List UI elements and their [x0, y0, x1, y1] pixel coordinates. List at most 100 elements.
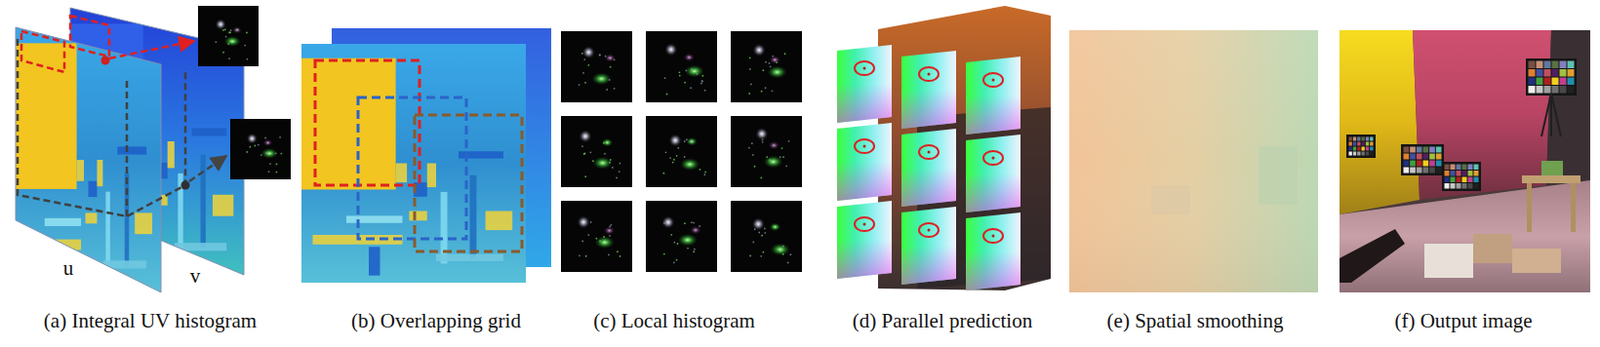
art-circle	[677, 147, 680, 150]
art-circle	[245, 32, 248, 35]
art-rect	[1536, 69, 1544, 78]
art-rect	[1365, 147, 1369, 152]
art-rect	[1357, 142, 1360, 147]
art-ellipse	[689, 226, 702, 236]
art-circle	[613, 87, 616, 90]
art-rect	[1560, 85, 1567, 94]
art-polygon	[878, 5, 1051, 291]
art-circle	[227, 42, 230, 45]
art-circle	[760, 255, 762, 258]
art-rect	[560, 200, 633, 273]
art-circle	[599, 54, 601, 57]
art-rect	[315, 60, 420, 186]
art-circle	[672, 161, 675, 164]
art-circle	[669, 133, 682, 147]
art-circle	[700, 82, 703, 85]
art-ellipse	[983, 73, 1003, 87]
art-rect	[1468, 177, 1474, 184]
art-circle	[578, 83, 581, 86]
art-rect	[134, 212, 153, 235]
panel-caption: (a) Integral UV histogram	[43, 310, 257, 333]
art-path	[1541, 93, 1561, 137]
art-rect	[1450, 177, 1456, 184]
art-ellipse	[983, 151, 1003, 165]
art-circle	[615, 177, 618, 180]
art-rect	[124, 173, 129, 267]
art-circle	[228, 57, 231, 60]
art-circle	[608, 79, 611, 81]
art-rect	[436, 254, 504, 262]
art-circle	[602, 142, 605, 145]
art-circle	[760, 177, 762, 180]
art-polygon	[901, 206, 957, 285]
art-rect	[15, 42, 78, 190]
art-polygon	[901, 128, 957, 207]
axis-label: u	[63, 257, 75, 280]
art-rect	[96, 160, 103, 187]
art-circle	[787, 262, 790, 265]
art-circle	[761, 141, 764, 144]
art-circle	[229, 31, 232, 34]
art-rect	[1369, 152, 1373, 157]
art-circle	[752, 217, 765, 231]
art-rect	[1444, 170, 1450, 177]
art-circle	[779, 250, 782, 253]
art-rect	[1353, 152, 1357, 157]
art-circle	[609, 159, 612, 161]
art-rect	[1361, 152, 1365, 157]
art-ellipse	[770, 242, 791, 256]
art-ellipse	[260, 148, 278, 160]
art-rect	[1526, 183, 1532, 233]
art-circle	[669, 157, 672, 160]
art-rect	[1409, 154, 1416, 160]
art-circle	[768, 62, 771, 65]
art-ellipse	[604, 53, 617, 63]
art-circle	[749, 68, 752, 71]
art-rect	[85, 212, 98, 224]
art-rect	[1444, 177, 1450, 184]
art-circle	[253, 145, 256, 148]
art-circle	[587, 234, 590, 237]
art-circle	[276, 163, 279, 166]
art-rect	[1567, 61, 1575, 70]
art-circle	[581, 240, 584, 243]
art-circle	[592, 160, 595, 162]
art-rect	[1369, 137, 1373, 142]
art-rect	[1473, 234, 1513, 264]
art-rect	[88, 181, 98, 198]
art-circle	[748, 147, 751, 150]
art-polygon	[1339, 229, 1405, 283]
art-rect	[1423, 147, 1430, 154]
art-ellipse	[854, 139, 875, 154]
art-rect	[1462, 170, 1468, 177]
art-polygon	[965, 134, 1021, 213]
art-circle	[222, 51, 225, 54]
art-circle	[265, 152, 268, 155]
art-polyline	[17, 39, 186, 217]
art-rect	[15, 27, 161, 293]
art-rect	[1468, 170, 1474, 177]
art-circle	[581, 52, 584, 55]
art-rect	[1423, 167, 1430, 174]
art-rect	[1353, 142, 1357, 147]
art-rect	[1528, 69, 1536, 78]
art-circle	[599, 53, 601, 56]
art-circle	[582, 45, 596, 59]
art-rect	[1560, 69, 1567, 78]
art-circle	[679, 75, 681, 78]
art-circle	[753, 43, 766, 57]
art-rect	[1361, 147, 1365, 152]
art-rect	[1369, 147, 1373, 152]
art-circle	[604, 55, 607, 58]
art-circle	[670, 234, 673, 237]
art-polygon	[837, 122, 892, 201]
art-polygon	[837, 200, 892, 280]
art-circle	[782, 156, 785, 159]
art-polygon	[1339, 180, 1591, 293]
art-circle	[237, 29, 240, 32]
art-circle	[608, 161, 611, 164]
output-photo-panel	[1339, 30, 1591, 293]
art-circle	[761, 69, 764, 72]
art-circle	[619, 255, 622, 258]
art-rect	[1416, 154, 1423, 160]
